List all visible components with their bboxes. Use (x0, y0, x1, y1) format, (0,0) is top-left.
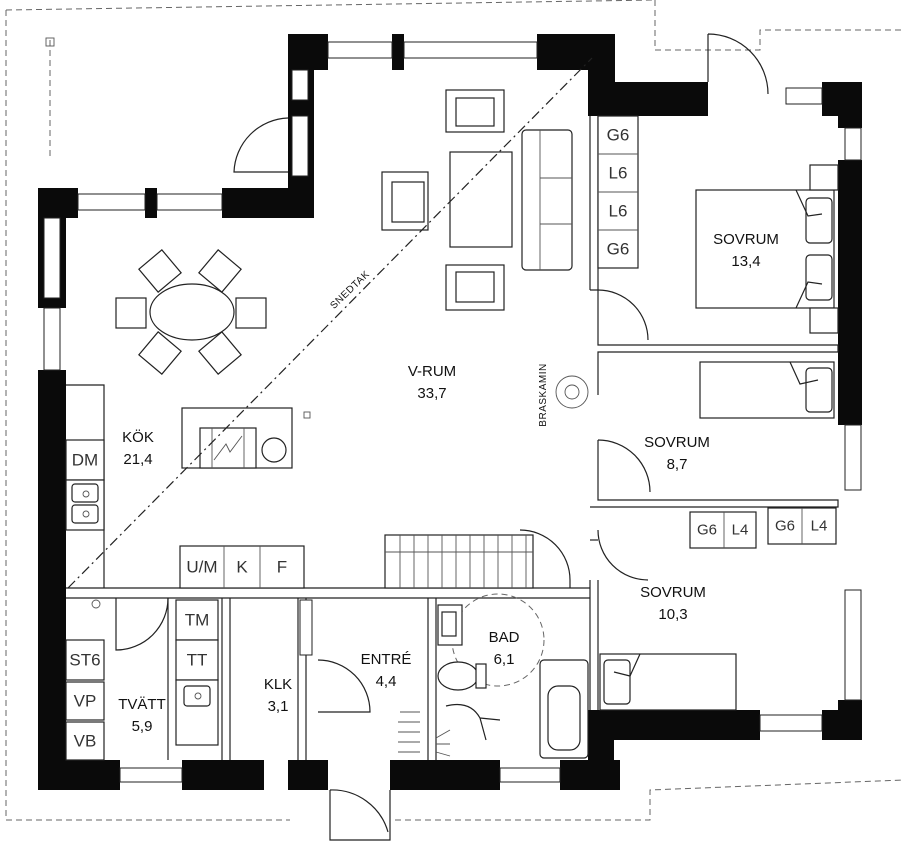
windows (43, 41, 862, 783)
fireplace (555, 375, 589, 409)
room-area-sovrum2: 8,7 (667, 456, 688, 473)
kitchen-counter (65, 439, 305, 589)
wardrobe-label: G6 (697, 522, 717, 539)
room-area-bad: 6,1 (494, 651, 515, 668)
wardrobe-label: L4 (732, 522, 749, 539)
room-name-sovrum2: SOVRUM (644, 434, 710, 451)
staircase (384, 534, 534, 753)
wardrobes (597, 115, 837, 549)
annotations: SNEDTAK BRASKAMIN (328, 269, 549, 427)
room-area-sovrum1: 13,4 (731, 253, 760, 270)
bedroom-furniture (599, 164, 839, 711)
room-area-entre: 4,4 (376, 673, 397, 690)
room-name-sovrum3: SOVRUM (640, 584, 706, 601)
room-area-vrum: 33,7 (417, 385, 446, 402)
laundry-label: TM (185, 611, 210, 630)
room-area-tvatt: 5,9 (132, 718, 153, 735)
room-labels: V-RUM 33,7 KÖK 21,4 SOVRUM 13,4 SOVRUM 8… (118, 231, 779, 735)
appliance-label: U/M (186, 558, 217, 577)
room-area-klk: 3,1 (268, 698, 289, 715)
room-name-entre: ENTRÉ (361, 651, 412, 668)
laundry-fixtures (65, 599, 219, 761)
appliance-label: K (236, 558, 248, 577)
wardrobe-label: L4 (811, 518, 828, 535)
wardrobe-labels: G6 L6 L6 G6 G6 L4 G6 L4 (607, 126, 828, 539)
braskamin-label: BRASKAMIN (538, 363, 549, 426)
room-name-bad: BAD (489, 629, 520, 646)
laundry-label: VP (74, 692, 97, 711)
appliance-labels: DM U/M K F ST6 VP VB TM TT (69, 451, 287, 751)
room-name-tvatt: TVÄTT (118, 696, 166, 713)
appliance-label: F (277, 558, 287, 577)
roof-outline (5, 0, 903, 821)
snedtak-line (67, 57, 593, 589)
wardrobe-label: G6 (607, 240, 630, 259)
doors (115, 33, 769, 841)
wardrobe-label: G6 (607, 126, 630, 145)
laundry-label: TT (187, 651, 208, 670)
vent-icon (45, 37, 55, 47)
dishwasher-label: DM (72, 451, 98, 470)
room-name-sovrum1: SOVRUM (713, 231, 779, 248)
wardrobe-label: G6 (775, 518, 795, 535)
laundry-label: VB (74, 732, 97, 751)
room-name-klk: KLK (264, 676, 292, 693)
laundry-label: ST6 (69, 651, 100, 670)
bathroom-fixtures (435, 593, 589, 759)
room-area-sovrum3: 10,3 (658, 606, 687, 623)
snedtak-label: SNEDTAK (328, 269, 372, 312)
kitchen-island (181, 407, 311, 469)
dining-set (115, 249, 267, 375)
wardrobe-label: L6 (609, 202, 628, 221)
wardrobe-label: L6 (609, 164, 628, 183)
room-name-kok: KÖK (122, 428, 154, 446)
living-furniture (381, 89, 573, 311)
room-area-kok: 21,4 (123, 451, 152, 468)
room-name-vrum: V-RUM (408, 363, 456, 380)
